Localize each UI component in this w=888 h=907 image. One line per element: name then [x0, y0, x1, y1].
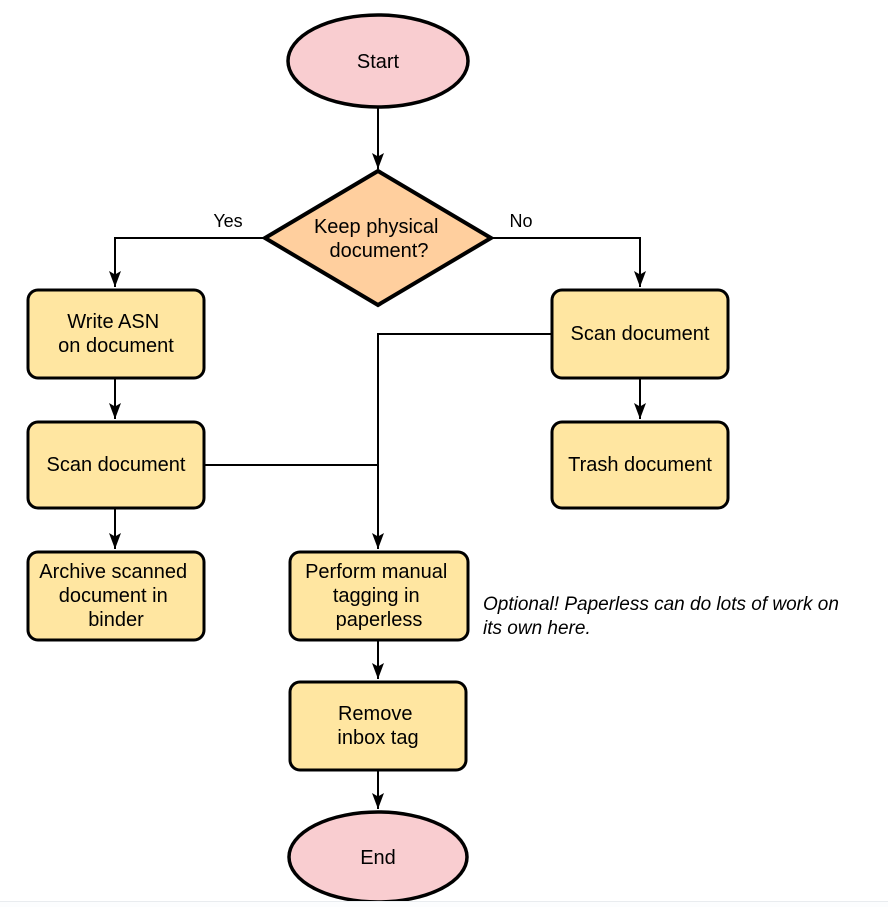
edge-decision-no	[491, 237, 646, 287]
edges	[109, 108, 646, 809]
node-remove-inbox-tag: Remove inbox tag	[288, 680, 468, 772]
canvas-bottom-border	[0, 901, 888, 907]
node-archive: Archive scanned document in binder	[26, 550, 206, 642]
edge-decision-yes	[109, 237, 265, 287]
manual-tagging-box	[288, 550, 470, 642]
trash-label: Trash document	[568, 454, 712, 476]
remove-inbox-tag-box	[288, 680, 468, 772]
scan-document-right-box	[550, 288, 730, 380]
decision-label: Keep physical document?	[314, 216, 444, 262]
decision-diamond	[261, 168, 495, 308]
write-asn-box	[26, 288, 206, 380]
yes-edge-label: Yes	[213, 211, 242, 231]
node-scan-document-right: Scan document	[550, 288, 730, 380]
node-trash: Trash document	[550, 420, 730, 510]
trash-box	[550, 420, 730, 510]
archive-box	[26, 550, 206, 642]
scan-document-left-box	[26, 420, 206, 510]
node-end: End	[287, 810, 469, 904]
node-manual-tagging: Perform manual tagging in paperless	[288, 550, 470, 642]
no-edge-label: No	[509, 211, 532, 231]
remove-inbox-tag-label: Remove inbox tag	[337, 703, 418, 749]
node-start: Start	[286, 13, 470, 109]
write-asn-label: Write ASN on document	[58, 311, 174, 357]
end-label: End	[360, 847, 396, 869]
scan-document-left-label: Scan document	[47, 454, 186, 476]
node-scan-document-left: Scan document	[26, 420, 206, 510]
manual-tagging-label: Perform manual tagging in paperless	[305, 561, 453, 631]
edge-scanright-to-tagging	[372, 333, 552, 549]
archive-label: Archive scanned document in binder	[39, 561, 192, 631]
below-canvas-strip	[0, 902, 888, 907]
start-ellipse	[286, 13, 470, 109]
scan-document-right-label: Scan document	[571, 323, 710, 345]
annotation-text: Optional! Paperless can do lots of work …	[483, 594, 844, 639]
node-write-asn: Write ASN on document	[26, 288, 206, 380]
start-label: Start	[357, 51, 400, 73]
node-decision: Keep physical document?	[261, 168, 495, 308]
